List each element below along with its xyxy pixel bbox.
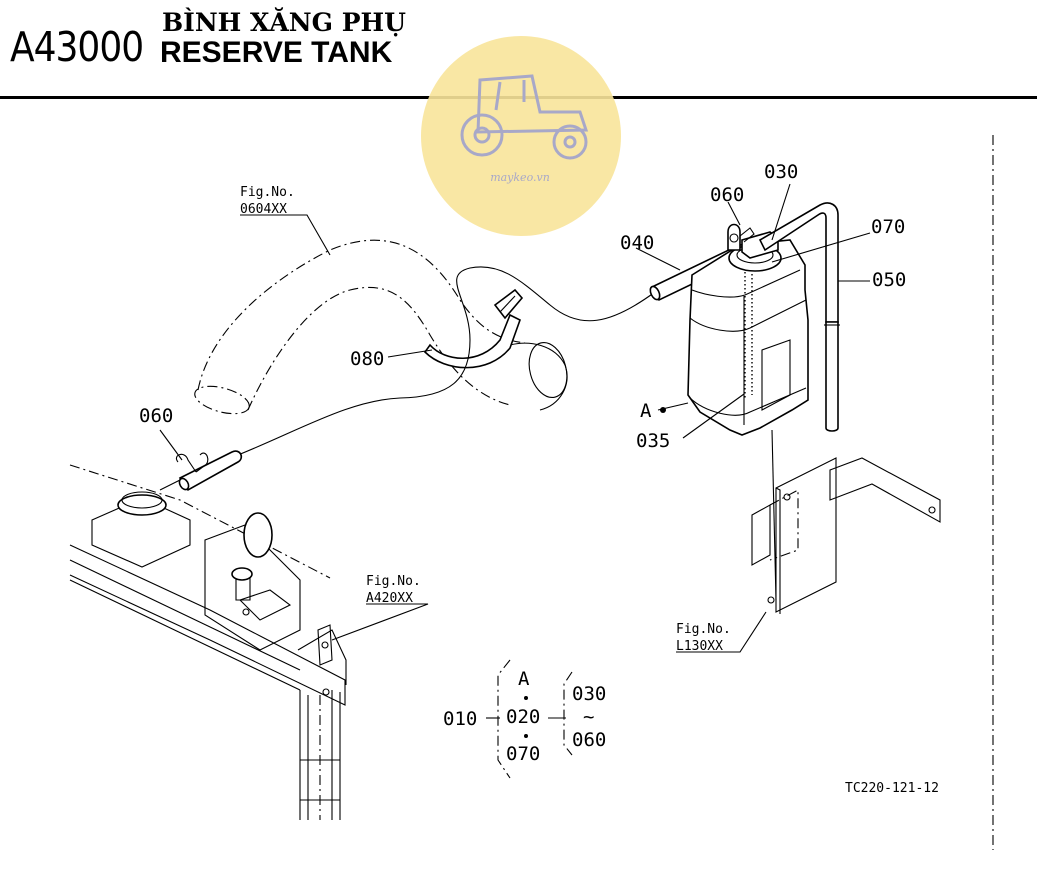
- callout-040: 040: [620, 232, 654, 254]
- assembly-tree: [486, 659, 573, 779]
- page-title-english: RESERVE TANK: [160, 36, 393, 69]
- tank-bracket: [751, 429, 941, 614]
- assembly-item-020: 020: [506, 706, 540, 728]
- leader-lines: [159, 183, 871, 653]
- assembly-range-separator: ~: [583, 706, 594, 728]
- watermark-text: maykeo.vn: [490, 171, 550, 184]
- page-title-vietnamese: BÌNH XĂNG PHỤ: [162, 8, 406, 37]
- reserve-tank: [687, 231, 809, 436]
- watermark-circle: [421, 36, 621, 236]
- figref-hose-code: 0604XX: [240, 202, 287, 217]
- hose-band-080: [423, 288, 524, 369]
- callout-060-left: 060: [139, 405, 173, 427]
- clamp-060-left: [176, 452, 209, 473]
- figref-radiator-code: A420XX: [366, 591, 413, 606]
- radiator: [69, 464, 347, 820]
- figref-bracket-code: L130XX: [676, 639, 723, 654]
- tube-050: [758, 202, 840, 432]
- callout-035: 035: [636, 430, 670, 452]
- callout-070: 070: [871, 216, 905, 238]
- assembly-item-070: 070: [506, 743, 540, 765]
- figref-radiator-label: Fig.No.: [366, 574, 421, 589]
- drawing-code: TC220-121-12: [845, 781, 939, 796]
- overflow-tube-line: [237, 266, 656, 456]
- figref-hose-label: Fig.No.: [240, 185, 295, 200]
- callout-080: 080: [350, 348, 384, 370]
- callout-060-top: 060: [710, 184, 744, 206]
- clamp-060-top: [727, 223, 755, 251]
- callout-050: 050: [872, 269, 906, 291]
- tractor-icon: maykeo.vn: [421, 36, 621, 236]
- reference-point-a: [660, 407, 666, 413]
- callout-a: A: [640, 400, 652, 422]
- assembly-root: 010: [443, 708, 477, 730]
- assembly-range-end: 060: [572, 729, 606, 751]
- callout-030: 030: [764, 161, 798, 183]
- assembly-range-start: 030: [572, 683, 606, 705]
- assembly-item-a: A: [518, 668, 530, 690]
- overflow-hose-stub: [159, 450, 243, 492]
- page-code: A43000: [10, 24, 144, 72]
- radiator-hose: [194, 239, 568, 415]
- figref-bracket-label: Fig.No.: [676, 622, 731, 637]
